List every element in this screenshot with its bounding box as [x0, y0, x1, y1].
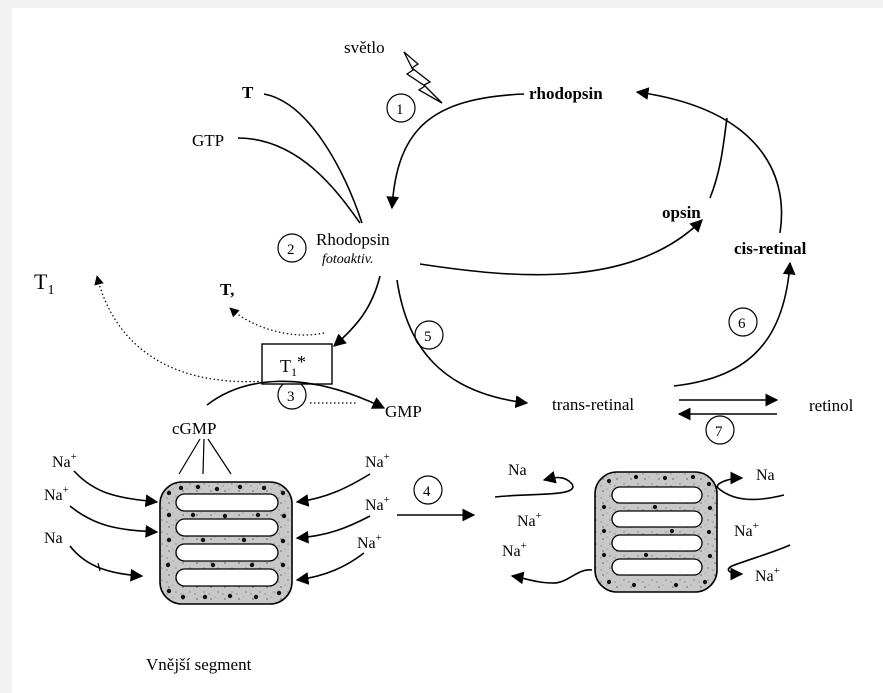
right-na-inflow: Na+ Na+ Na+: [297, 451, 390, 580]
right-stack-right-ions: Na Na+ Na+: [717, 467, 790, 585]
opsin-label: opsin: [662, 203, 701, 222]
svg-text:Na+: Na+: [365, 494, 390, 514]
svg-text:7: 7: [715, 424, 723, 440]
svg-text:Na+: Na+: [357, 532, 382, 552]
svg-text:3: 3: [287, 389, 295, 405]
t1-release-dotted-arrow: [97, 276, 267, 382]
step-3-marker: 3: [278, 381, 306, 409]
step-2-marker: 2: [278, 234, 306, 262]
svg-text:4: 4: [423, 484, 431, 500]
svg-text:1: 1: [396, 102, 404, 118]
step-4-marker: 4: [414, 476, 442, 504]
outer-segment-light: [595, 472, 717, 592]
fotoaktiv-label: fotoaktiv.: [322, 252, 373, 267]
svg-text:Na+: Na+: [52, 451, 77, 471]
svetlo-label: světlo: [344, 38, 385, 57]
rhodopsin-label: rhodopsin: [529, 84, 603, 103]
outer-segment-dark: [160, 482, 292, 604]
svg-text:Na+: Na+: [365, 451, 390, 471]
t1-star-box: T1*: [262, 344, 332, 384]
gtp-label: GTP: [192, 131, 224, 150]
t-input-line: [264, 94, 362, 223]
lightning-bolt-icon: [404, 52, 442, 103]
svg-text:Na: Na: [756, 467, 775, 484]
svg-text:6: 6: [738, 316, 746, 332]
cgmp-label: cGMP: [172, 419, 216, 438]
svg-text:Na: Na: [44, 530, 63, 547]
gmp-label: GMP: [385, 402, 422, 421]
to-opsin-arrow: [420, 220, 702, 275]
retinol-label: retinol: [809, 396, 854, 415]
step-1-marker: 1: [387, 94, 415, 122]
opsin-rejoin-line: [710, 118, 727, 198]
step-6-marker: 6: [729, 308, 757, 336]
diagram-canvas: světlo rhodopsin 1 2 3 4 5 6 7 T GTP Rho…: [12, 8, 883, 693]
t-label: T: [242, 83, 254, 102]
svg-text:Na: Na: [508, 462, 527, 479]
t-comma-label: T,: [220, 280, 234, 299]
svg-text:Na+: Na+: [44, 484, 69, 504]
cis-retinal-label: cis-retinal: [734, 239, 807, 258]
svg-text:2: 2: [287, 242, 295, 258]
svg-text:Na+: Na+: [734, 520, 759, 540]
vnejsi-segment-caption: Vnější segment: [146, 655, 252, 674]
t1-label: T1: [34, 269, 54, 298]
phototransduction-diagram: světlo rhodopsin 1 2 3 4 5 6 7 T GTP Rho…: [12, 8, 883, 693]
to-t1star-arrow: [334, 276, 380, 346]
trans-retinal-label: trans-retinal: [552, 395, 634, 414]
svg-text:Na+: Na+: [502, 540, 527, 560]
left-na-inflow: Na+ Na+ Na: [44, 451, 157, 576]
t-release-dotted-arrow: [230, 308, 324, 335]
svg-text:Na+: Na+: [755, 565, 780, 585]
to-trans-retinal-arrow: [397, 280, 527, 403]
regenerate-rhodopsin-arrow: [637, 92, 782, 233]
gtp-input-line: [238, 138, 360, 223]
cgmp-binding-lines: [179, 439, 231, 474]
rhodopsin-active-label: Rhodopsin: [316, 230, 390, 249]
step-7-marker: 7: [706, 416, 734, 444]
svg-text:Na+: Na+: [517, 510, 542, 530]
right-stack-left-ions: Na Na+ Na+: [495, 462, 592, 583]
svg-text:5: 5: [424, 329, 432, 345]
